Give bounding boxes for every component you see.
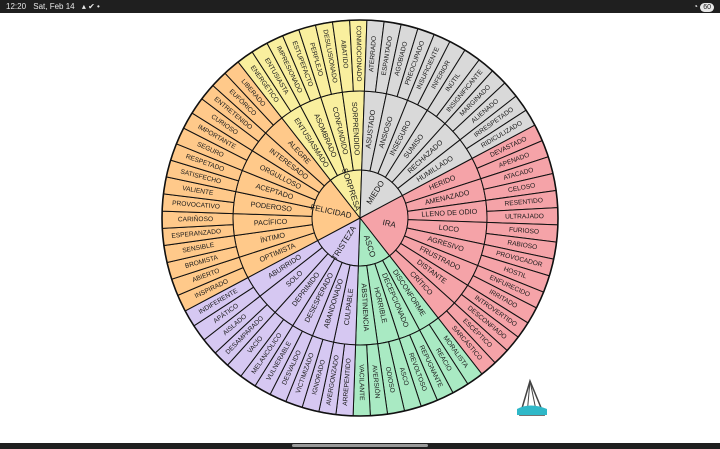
tertiary-emotion-label: ARREPENTIDO <box>342 358 353 406</box>
tertiary-emotion-label: ULTRAJADO <box>505 213 544 220</box>
secondary-emotion-label: LLENO DE ODIO <box>421 207 478 219</box>
tertiary-emotion-label: VACILANTE <box>358 364 365 401</box>
tertiary-emotion-label: ESPERANZADO <box>171 228 221 240</box>
secondary-emotion-label: PACÍFICO <box>254 217 288 228</box>
secondary-emotion-label: CULPABLE <box>342 288 355 326</box>
tertiary-emotion-label: ODIOSO <box>384 366 396 393</box>
battery-icon: 60 <box>700 3 714 12</box>
status-bar: 12:20 Sat, Feb 14 ▴ ✔ • ◔ 60 <box>0 0 720 13</box>
wheel-outline <box>161 19 559 417</box>
emotion-wheel: HERIDODEVASTADOAPENADOAMENAZADOATACADOCE… <box>161 19 559 417</box>
tertiary-emotion-label: CONMOCIONADO <box>355 25 362 81</box>
home-gesture-pill[interactable] <box>292 444 428 447</box>
wifi-icon: ◔ <box>693 2 698 11</box>
tertiary-emotion-label: RESENTIDO <box>504 197 543 208</box>
tertiary-emotion-label: ASCO <box>398 367 410 387</box>
tertiary-emotion-label: PROVOCATIVO <box>172 200 220 211</box>
status-date: Sat, Feb 14 <box>33 2 75 11</box>
core-emotion-label: IRA <box>382 218 398 230</box>
navigation-bar <box>0 443 720 449</box>
secondary-emotion-label: SORPRENDIDO <box>350 102 362 156</box>
notification-icons: ▴ ✔ • <box>81 2 100 11</box>
status-time: 12:20 <box>6 2 27 11</box>
tertiary-emotion-label: CELOSO <box>508 182 536 194</box>
tertiary-emotion-label: ABATIDO <box>339 40 349 69</box>
secondary-emotion-label: ABSTINENCIA <box>360 283 372 332</box>
tertiary-emotion-label: RABIOSO <box>507 239 538 251</box>
tertiary-emotion-label: ATERRADO <box>368 36 378 73</box>
tertiary-emotion-label: FURIOSO <box>509 226 540 235</box>
tertiary-emotion-label: CARIÑOSO <box>178 214 213 223</box>
secondary-emotion-label: LOCO <box>438 223 460 234</box>
app-logo-icon <box>517 378 547 416</box>
